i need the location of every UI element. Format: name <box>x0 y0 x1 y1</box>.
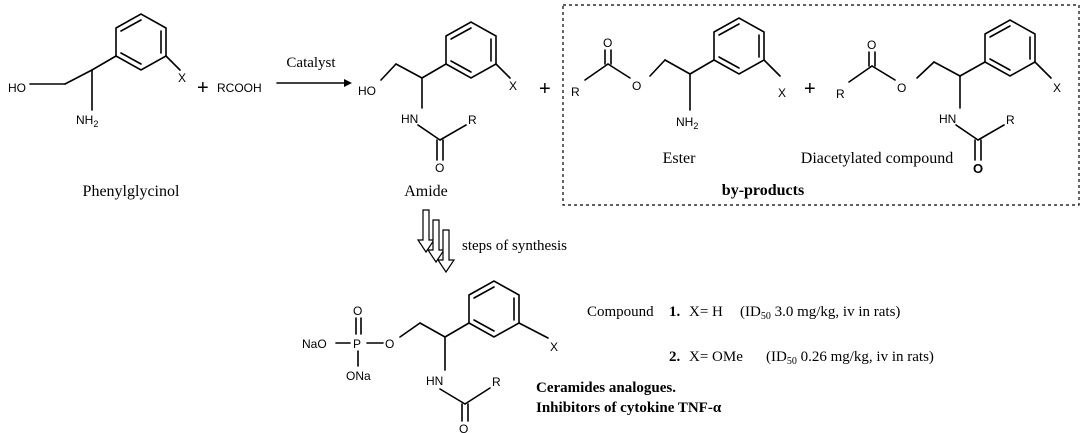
benzene-ring <box>984 19 1036 77</box>
compound-line-2: 2. X= OMe (ID50 0.26 mg/kg, iv in rats) <box>669 349 934 367</box>
compound-x-value: X= H <box>689 304 723 320</box>
amide-name: Amide <box>404 183 448 200</box>
carbonyl-o-label: O <box>603 36 612 50</box>
benzene-ring <box>468 280 520 338</box>
nh-label: HN <box>401 112 418 126</box>
benzene-ring <box>445 21 497 79</box>
compound-number: 2. <box>669 349 681 365</box>
phenylglycinol-name: Phenylglycinol <box>83 183 180 200</box>
ester-name: Ester <box>663 150 697 167</box>
hydroxyl-label: HO <box>358 84 376 98</box>
bonds <box>584 49 781 111</box>
r-group-label: R <box>492 375 501 389</box>
r-group-label-2: R <box>1006 113 1015 127</box>
benzene-ring <box>713 17 765 75</box>
plus-sign-3: + <box>804 78 816 100</box>
byproducts-box <box>562 4 1080 206</box>
r-group-label: R <box>571 85 580 99</box>
plus-sign-2: + <box>539 78 551 100</box>
compound-number: 1. <box>669 304 681 320</box>
carbonyl-o-label: O <box>459 422 468 433</box>
steps-label: steps of synthesis <box>462 238 567 254</box>
carbonyl-o-label: O <box>867 38 876 52</box>
nao-label: NaO <box>302 337 327 351</box>
phosphoryl-o-label: O <box>353 304 362 318</box>
reagent-label: RCOOH <box>217 81 262 95</box>
amide-structure: HO HN R O X <box>358 21 517 175</box>
substituent-x-label: X <box>1053 81 1061 95</box>
amide-o-label: O <box>973 161 983 176</box>
plus-sign-1: + <box>197 77 209 99</box>
phosphate-structure: NaO P O O ONa HN R O X <box>302 280 558 433</box>
amine-label: NH2 <box>676 115 698 131</box>
r-group-label: R <box>468 113 477 127</box>
ester-o-label: O <box>897 81 906 95</box>
carbonyl-o-label: O <box>435 161 444 175</box>
substituent-x-label: X <box>778 86 786 100</box>
bonds <box>335 317 549 422</box>
nh-label: HN <box>426 374 443 388</box>
bonds <box>29 55 181 111</box>
linking-o-label: O <box>385 337 394 351</box>
multistep-arrow <box>416 209 456 274</box>
phosphorus-label: P <box>353 337 361 351</box>
catalyst-label: Catalyst <box>286 55 336 71</box>
substituent-x-label: X <box>509 79 517 93</box>
hydroxyl-label: HO <box>8 81 26 95</box>
phenylglycinol-structure: HO NH2 X <box>8 13 186 129</box>
substituent-x-label: X <box>550 340 558 354</box>
substituent-x-label: X <box>178 71 186 85</box>
bonds <box>380 63 511 161</box>
ester-o-label: O <box>632 79 641 93</box>
amine-label: NH2 <box>76 113 98 129</box>
diacetylated-structure: R O O HN R O X <box>836 19 1061 176</box>
bonds <box>848 51 1052 161</box>
ester-structure: R O O NH2 X <box>571 17 786 131</box>
nh-label: HN <box>939 112 956 126</box>
conclusion-line-1: Ceramides analogues. <box>536 380 676 396</box>
ona-label: ONa <box>346 369 371 383</box>
compound-prefix: Compound <box>587 304 654 320</box>
byproducts-label: by-products <box>722 182 804 199</box>
reaction-arrow <box>276 79 352 87</box>
compound-line-1: Compound 1. X= H (ID50 3.0 mg/kg, iv in … <box>587 304 900 322</box>
diacetylated-name: Diacetylated compound <box>801 150 953 167</box>
benzene-ring <box>115 13 167 71</box>
r-group-label: R <box>836 87 845 101</box>
conclusion-line-2: Inhibitors of cytokine TNF-α <box>536 400 722 416</box>
compound-x-value: X= OMe <box>689 349 743 365</box>
